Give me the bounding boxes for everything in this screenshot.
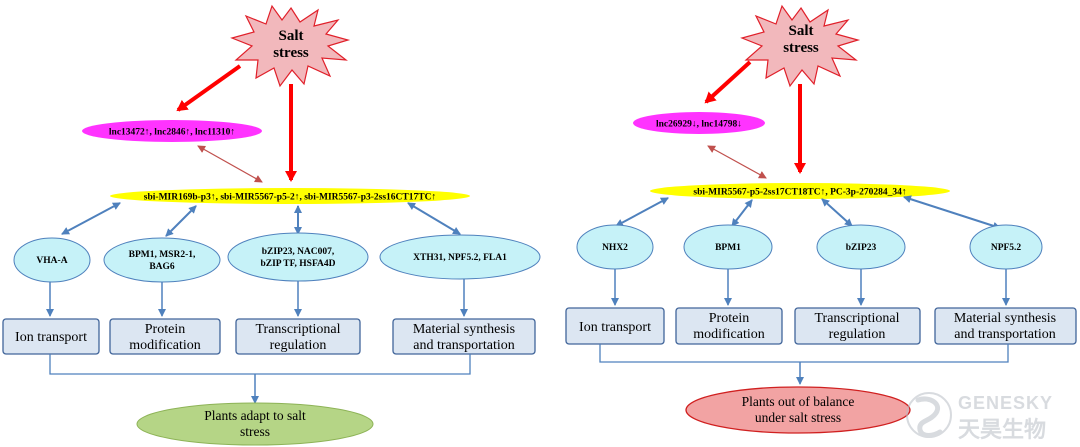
left-gene4-text: XTH31, NPF5.2, FLA1 [413, 253, 507, 263]
left-stress-line-2: stress [273, 45, 309, 61]
left-lnc-ellipse [82, 120, 262, 142]
left-gene2-text-line-2: BAG6 [149, 262, 175, 272]
left-outcome-text-line-2: stress [240, 424, 270, 439]
left-outcome-ellipse [136, 402, 374, 446]
right-gene1-text: NHX2 [602, 243, 628, 253]
right-process-transcriptional-regulation [794, 307, 921, 345]
left-mir-ellipse [110, 188, 470, 204]
left-mir-label: sbi-MIR169b-p3↑, sbi-MIR5567-p5-2↑, sbi-… [144, 193, 436, 203]
right-lnc-mir-link [707, 145, 767, 179]
left-lnc-mir-link [197, 145, 263, 183]
right-process-protein-modification [675, 307, 783, 345]
left-gene-xth31-npf52-fla1 [379, 234, 541, 280]
genesky-watermark: GENESKY 天昊生物 [906, 392, 1053, 442]
left-process-protein-modification [109, 318, 221, 355]
right-gene3-text: bZIP23 [846, 243, 877, 253]
left-process2-text-line-1: Protein [145, 322, 185, 337]
right-mir-ellipse [650, 183, 950, 199]
left-gene2-text-line-1: BPM1, MSR2-1, [129, 250, 196, 260]
right-salt-stress-burst: Salt stress [740, 4, 861, 88]
right-process1-text: Ion transport [579, 320, 651, 335]
right-process2-text-line-2: modification [693, 327, 765, 342]
right-process4-text-line-2: and transportation [954, 327, 1055, 342]
right-gene3-text-line-1: bZIP23 [846, 243, 877, 253]
genesky-logo-icon [906, 392, 952, 438]
genesky-chinese: 天昊生物 [958, 417, 1046, 442]
left-gene3-text: bZIP23, NAC007, bZIP TF, HSFA4D [260, 247, 335, 269]
left-salt-stress-burst: Salt stress [230, 4, 351, 88]
right-gene1-text-line-1: NHX2 [602, 243, 628, 253]
right-process-material-synthesis [934, 307, 1077, 345]
left-mir-gene2-arrow [165, 205, 197, 237]
left-process-ion-transport [2, 318, 100, 355]
right-outcome-ellipse [685, 386, 911, 434]
left-process2-text-line-2: modification [129, 338, 201, 353]
left-gene2-text: BPM1, MSR2-1, BAG6 [129, 250, 196, 272]
right-panel: Salt stress lnc26929↓, lnc14798↓ sbi-MIR… [565, 4, 1077, 434]
left-gene-bpm1-msr2-bag6 [103, 237, 221, 283]
right-mir-gene2-arrow [731, 199, 753, 227]
left-process4-text-line-1: Material synthesis [413, 322, 515, 337]
right-lnc-label: lnc26929↓, lnc14798↓ [656, 120, 742, 130]
left-process1-text-line-1: Ion transport [15, 330, 87, 345]
right-outcome-text-line-1: Plants out of balance [742, 394, 855, 409]
right-mir-gene1-arrow [615, 197, 669, 227]
right-stress-line-2: stress [783, 40, 819, 56]
right-gene2-text-line-1: BPM1 [715, 243, 741, 253]
left-panel: Salt stress lnc13472↑, lnc2846↑, lnc1131… [2, 4, 541, 446]
left-convergence-bracket [49, 354, 471, 375]
left-mir-gene4-arrow [407, 202, 461, 235]
right-process2-text-line-1: Protein [709, 311, 749, 326]
right-starburst-shape [740, 4, 861, 88]
left-starburst-shape [230, 4, 351, 88]
genesky-brand: GENESKY [958, 393, 1053, 413]
left-process-material-synthesis [392, 318, 536, 355]
left-stress-line-1: Salt [278, 28, 303, 44]
right-stress-line-1: Salt [788, 23, 813, 39]
right-red-arrow-to-lnc [704, 60, 752, 104]
right-process1-text-line-1: Ion transport [579, 320, 651, 335]
left-lnc-label: lnc13472↑, lnc2846↑, lnc11310↑ [109, 128, 235, 138]
right-process3-text-line-2: regulation [829, 327, 886, 342]
left-process3-text-line-2: regulation [270, 338, 327, 353]
left-gene1-text: VHA-A [36, 256, 67, 266]
right-process3-text-line-1: Transcriptional [814, 311, 899, 326]
left-process-transcriptional-regulation [235, 318, 361, 355]
left-mir-gene1-arrow [61, 202, 121, 235]
right-process-ion-transport [565, 307, 665, 345]
right-gene2-text: BPM1 [715, 243, 741, 253]
right-mir-label: sbi-MIR5567-p5-2ss17CT18TC↑, PC-3p-27028… [693, 188, 906, 198]
left-gene-vha-a [13, 237, 91, 283]
right-lnc-ellipse [633, 112, 765, 134]
left-gene4-text-line-1: XTH31, NPF5.2, FLA1 [413, 253, 507, 263]
right-mir-gene3-arrow [821, 198, 853, 227]
left-gene1-text-line-1: VHA-A [36, 256, 67, 266]
left-red-arrow-to-lnc [176, 64, 242, 112]
right-outcome-text-line-2: under salt stress [755, 410, 841, 425]
left-gene3-text-line-1: bZIP23, NAC007, [262, 247, 335, 257]
left-gene3-text-line-2: bZIP TF, HSFA4D [260, 259, 335, 269]
right-convergence-bracket [599, 344, 1009, 363]
right-gene4-text-line-1: NPF5.2 [991, 243, 1022, 253]
right-process4-text-line-1: Material synthesis [954, 311, 1056, 326]
left-process4-text-line-2: and transportation [413, 338, 514, 353]
left-process1-text: Ion transport [15, 330, 87, 345]
left-gene-bzip23-nac007 [227, 232, 369, 282]
left-process3-text-line-1: Transcriptional [255, 322, 340, 337]
left-outcome-text-line-1: Plants adapt to salt [204, 408, 306, 423]
right-gene4-text: NPF5.2 [991, 243, 1022, 253]
right-mir-gene4-arrow [903, 195, 1001, 230]
